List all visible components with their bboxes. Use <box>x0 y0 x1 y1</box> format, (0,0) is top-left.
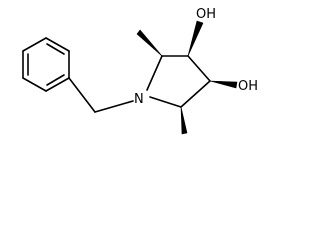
benzene-ring <box>22 37 70 92</box>
hydroxyl-lower-label: OH <box>238 79 258 94</box>
chemical-structure-diagram: N OH OH <box>22 7 258 135</box>
ring-bond <box>22 37 47 52</box>
ring-double-bond <box>46 43 65 55</box>
nitrogen-label: N <box>134 92 144 107</box>
ring-bond <box>45 37 70 52</box>
ring-bond <box>146 55 163 91</box>
pyrrolidine-ring <box>146 55 211 108</box>
ch2-to-nitrogen-bond <box>94 100 134 113</box>
ring-bond <box>45 77 70 92</box>
ring-bond <box>22 77 47 92</box>
ring-bond <box>187 55 211 82</box>
wedge-bond-lower-hydroxyl <box>209 80 238 89</box>
wedge-bond-upper-hydroxyl <box>187 20 204 57</box>
benzyl-bond <box>68 77 96 113</box>
ring-bond <box>180 80 211 108</box>
ring-bond <box>149 96 182 108</box>
ring-double-bond <box>46 74 65 86</box>
wedge-bond-upper-methyl <box>136 29 163 57</box>
wedge-bond-lower-methyl <box>180 106 188 135</box>
hydroxyl-upper-label: OH <box>196 7 216 22</box>
